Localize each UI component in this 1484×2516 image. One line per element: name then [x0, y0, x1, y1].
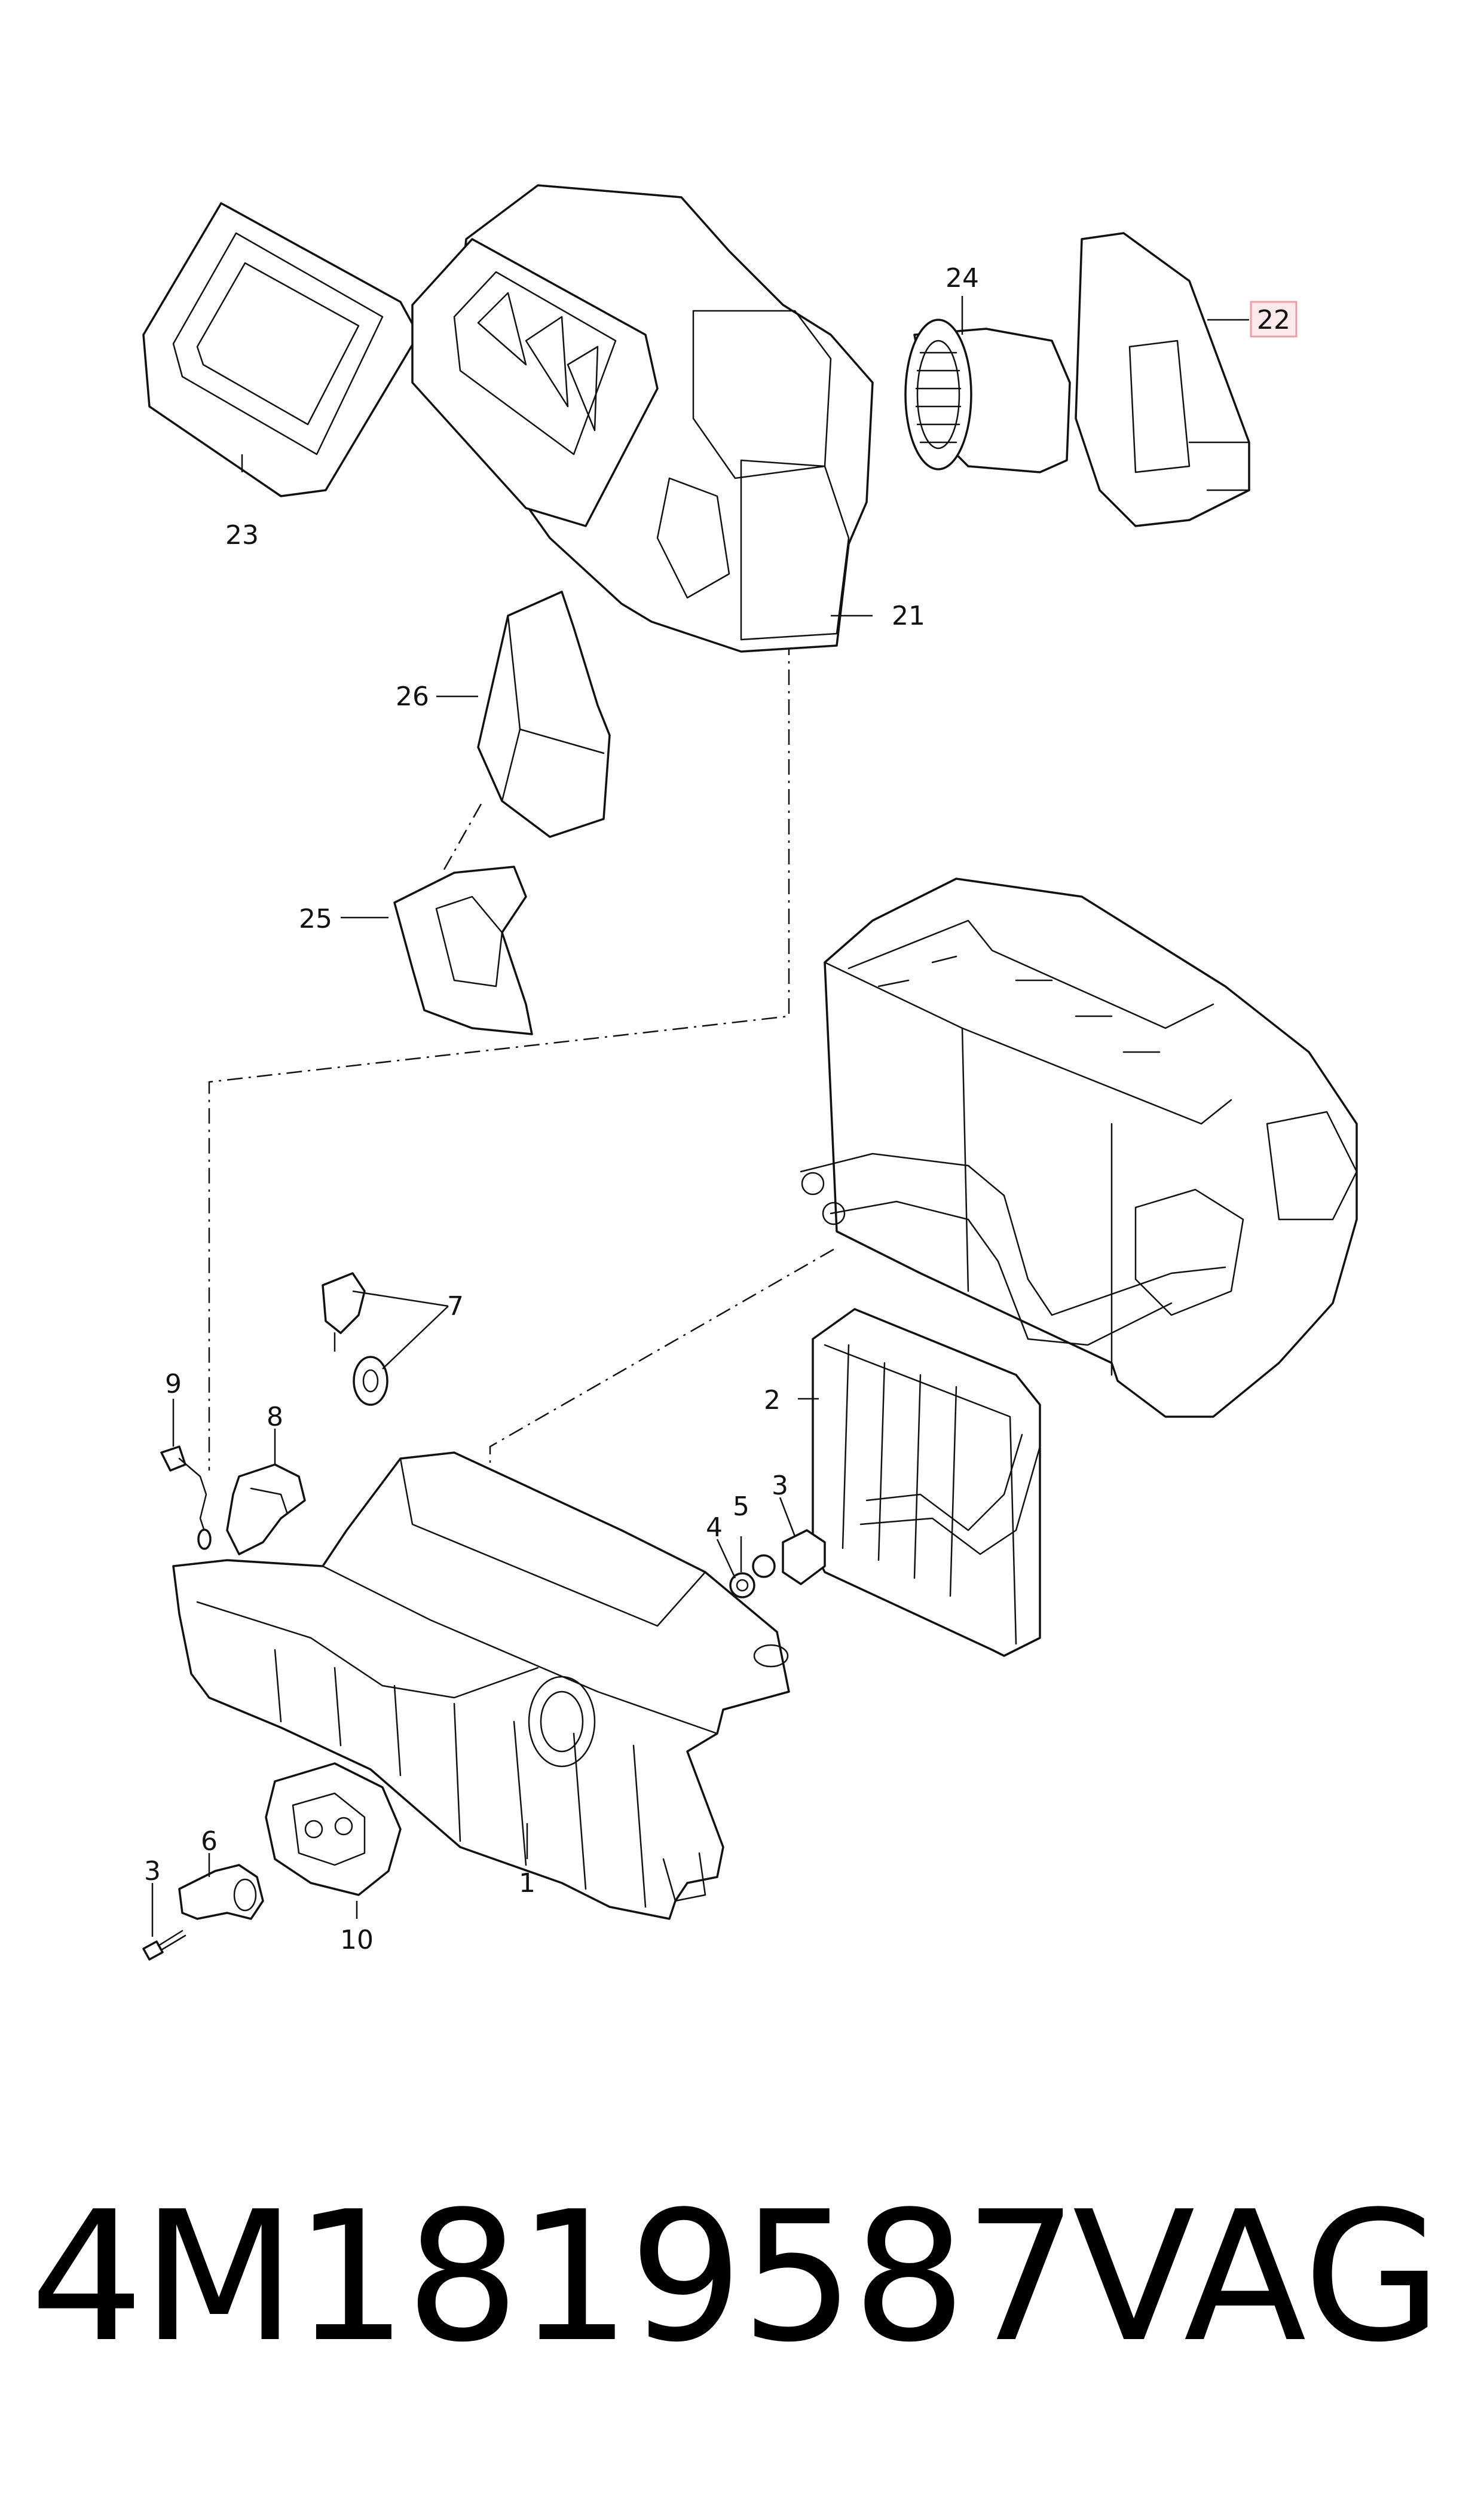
callout-22-highlight	[1250, 301, 1298, 338]
callout-4: 4	[706, 1512, 723, 1543]
seal-ring-4[interactable]	[729, 1572, 755, 1598]
leader-lines	[151, 296, 1249, 1937]
drain-bracket-8[interactable]	[226, 1463, 306, 1555]
evaporator-core-2[interactable]	[812, 1308, 1041, 1657]
callout-7: 7	[447, 1291, 464, 1322]
callout-23: 23	[225, 520, 259, 551]
callout-2: 2	[764, 1385, 781, 1416]
callout-6: 6	[201, 1826, 218, 1857]
foam-seal-26[interactable]	[477, 591, 611, 838]
expansion-valve-6[interactable]	[178, 1864, 264, 1920]
callout-3-screw: 3	[144, 1856, 161, 1887]
callout-22: 22	[1257, 305, 1290, 335]
blower-housing-21[interactable]	[411, 184, 874, 653]
callout-10: 10	[340, 1925, 374, 1955]
callout-8: 8	[267, 1402, 283, 1432]
callout-1: 1	[519, 1868, 536, 1899]
footer: 4M1819587 VAG	[0, 2128, 1484, 2427]
callout-5: 5	[733, 1491, 749, 1522]
callout-25: 25	[299, 904, 332, 934]
part-number: 4M1819587	[30, 2173, 1078, 2382]
grommet-10[interactable]	[265, 1762, 402, 1896]
callout-26: 26	[396, 681, 429, 712]
screw-3[interactable]	[142, 1930, 186, 1961]
duct-adapter-25[interactable]	[393, 866, 533, 1035]
sensor-7[interactable]	[322, 1272, 388, 1406]
brand-name: VAG	[1072, 2173, 1442, 2382]
blower-fan-24[interactable]	[904, 319, 1071, 473]
temperature-probe-9[interactable]	[160, 1445, 212, 1550]
hvac-unit-assembly[interactable]	[800, 878, 1358, 1418]
callout-24: 24	[946, 263, 979, 294]
callout-21: 21	[892, 601, 925, 631]
o-ring-5[interactable]	[752, 1554, 776, 1578]
blower-cover-22[interactable]	[1075, 232, 1250, 527]
assembly-guide-lines	[208, 640, 834, 1614]
lower-housing-1[interactable]	[172, 1451, 790, 1920]
air-filter-frame-23[interactable]	[142, 202, 420, 497]
exploded-parts-diagram: 23 21 24 22 26 25 7 9 8 2 3 5 4 1 10 6 3	[142, 184, 1358, 1961]
callout-3-bracket: 3	[772, 1471, 788, 1501]
callout-9: 9	[165, 1369, 182, 1399]
pipe-bracket-3[interactable]	[782, 1529, 826, 1585]
callout-labels: 23 21 24 22 26 25 7 9 8 2 3 5 4 1 10 6 3	[144, 263, 1298, 1955]
